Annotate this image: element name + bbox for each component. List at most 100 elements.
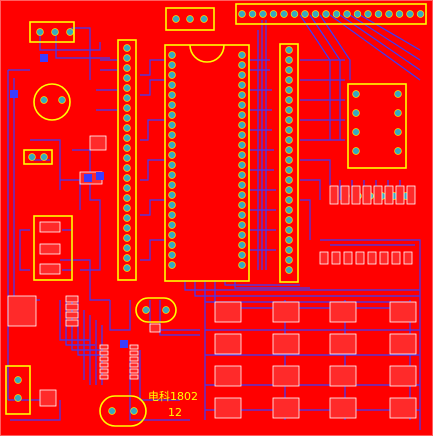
- top-header-pin: [406, 10, 414, 18]
- mcu-pin: [238, 151, 246, 159]
- top-3pin-outline: [165, 7, 215, 31]
- mcu-pin: [168, 231, 176, 239]
- ic-pad: [99, 374, 109, 380]
- mcu-pin: [168, 191, 176, 199]
- mcu-pin: [238, 131, 246, 139]
- resistor-pad: [367, 251, 377, 265]
- mcu-socket-outline: [164, 44, 250, 282]
- button-pad: [389, 301, 417, 323]
- eeprom-pin: [394, 90, 402, 98]
- mcu-pin: [168, 241, 176, 249]
- left-header-pin: [123, 254, 131, 262]
- buzzer-pin: [40, 96, 48, 104]
- left-header-pin: [123, 204, 131, 212]
- bottom-left-connector-outline: [5, 365, 31, 415]
- ic-pad: [99, 362, 109, 368]
- top-header-pin: [385, 10, 393, 18]
- top-header-pin: [353, 10, 362, 18]
- left-header-pin: [123, 244, 131, 252]
- bottom-oscillator-outline: [99, 395, 147, 427]
- right-header-pin: [285, 146, 293, 154]
- button-pad: [329, 333, 357, 355]
- left-header-pin: [123, 144, 131, 152]
- right-header-pin: [285, 56, 293, 64]
- right-header-pin: [285, 206, 293, 214]
- jumper-pin: [40, 153, 48, 161]
- cap-pad: [149, 323, 161, 333]
- left-header-pin: [123, 114, 131, 122]
- mcu-pin: [168, 151, 176, 159]
- right-header-pin: [285, 76, 293, 84]
- button-pad: [214, 333, 242, 355]
- right-header-pin: [285, 236, 293, 244]
- mcu-pin: [168, 101, 176, 109]
- button-pad: [329, 397, 357, 419]
- right-header-pin: [285, 196, 293, 204]
- top-header-pin: [290, 10, 299, 18]
- left-header-pin: [123, 134, 131, 142]
- right-header-outline: [279, 43, 299, 283]
- left-header-pin: [123, 224, 131, 232]
- mcu-pin: [168, 161, 176, 169]
- right-header-pin: [285, 116, 293, 124]
- smd-layer: [7, 135, 417, 419]
- eeprom-pin: [394, 128, 402, 136]
- top-header-pin: [343, 10, 351, 18]
- mcu-pin: [238, 91, 246, 99]
- mcu-pin: [238, 161, 246, 169]
- eeprom-pin: [352, 147, 360, 155]
- right-header-pin: [285, 46, 293, 54]
- left-header-pin: [123, 184, 131, 192]
- top-3pin-pin: [172, 15, 180, 23]
- resistor-pad: [331, 251, 341, 265]
- top-header-pin: [238, 10, 246, 18]
- mcu-pin: [238, 191, 246, 199]
- oscillator-pin: [162, 306, 170, 314]
- top-header-pin: [374, 10, 383, 18]
- resistor-pad: [373, 185, 383, 205]
- left-header-pin: [123, 234, 131, 242]
- mcu-pin: [168, 61, 176, 69]
- buzzer-outline: [33, 83, 71, 121]
- right-header-pin: [285, 186, 293, 194]
- right-header-pin: [285, 106, 293, 114]
- button-pad: [272, 397, 300, 419]
- top-header-pin: [301, 10, 309, 18]
- mcu-pin: [238, 171, 246, 179]
- button-pad: [272, 301, 300, 323]
- mcu-pin: [238, 121, 246, 129]
- top-header-pin: [269, 10, 278, 18]
- ic-pad: [129, 356, 139, 362]
- button-pad: [329, 301, 357, 323]
- switch-pad: [89, 135, 107, 151]
- resistor-pad: [406, 185, 416, 205]
- mcu-pin: [168, 181, 176, 189]
- power-connector-outline: [29, 21, 75, 43]
- mcu-pin: [238, 231, 246, 239]
- mcu-pin: [238, 181, 246, 189]
- mcu-pin: [238, 61, 246, 69]
- mcu-pin: [238, 211, 246, 219]
- right-header-pin: [285, 86, 293, 94]
- mcu-pin: [238, 221, 246, 229]
- right-header-pin: [285, 156, 293, 164]
- right-header-pin: [285, 226, 293, 234]
- right-header-pin: [285, 256, 293, 264]
- resistor-pad: [65, 303, 79, 311]
- eeprom-outline: [347, 83, 407, 169]
- ic-pad: [99, 356, 109, 362]
- resistor-pad: [403, 251, 413, 265]
- crystal-pad: [39, 221, 61, 233]
- top-header-pin: [311, 10, 320, 18]
- oscillator-pin: [142, 306, 150, 314]
- mcu-pin: [168, 171, 176, 179]
- oscillator-outline: [135, 297, 177, 323]
- resistor-pad: [379, 251, 389, 265]
- left-header-pin: [123, 54, 131, 62]
- ic-pad: [99, 344, 109, 350]
- mcu-pin: [168, 141, 176, 149]
- eeprom-pin: [352, 109, 360, 117]
- right-header-pin: [285, 66, 293, 74]
